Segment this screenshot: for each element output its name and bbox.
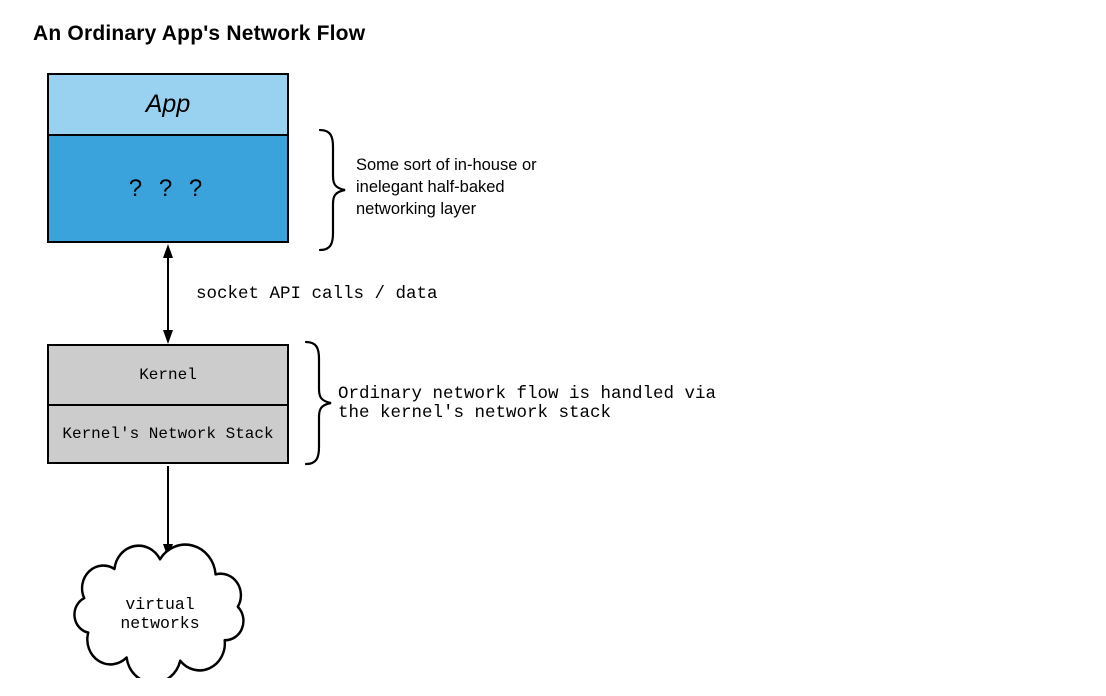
unknown-networking-layer: ? ? ? xyxy=(49,134,287,241)
app-stack-box: App ? ? ? xyxy=(47,73,289,243)
socket-arrow-label: socket API calls / data xyxy=(196,284,438,304)
kernel-layer-label: Kernel xyxy=(139,366,197,384)
kernel-brace-icon xyxy=(304,340,332,466)
virtual-networks-label: virtual networks xyxy=(120,595,200,633)
kernel-stack-box: Kernel Kernel's Network Stack xyxy=(47,344,289,464)
app-layer-label: App xyxy=(145,90,191,118)
app-layer: App xyxy=(49,75,287,134)
socket-api-double-arrow-icon xyxy=(163,244,173,344)
unknown-layer-label: ? ? ? xyxy=(128,174,208,202)
kernel-network-stack-label: Kernel's Network Stack xyxy=(62,425,274,443)
kernel-network-stack-layer: Kernel's Network Stack xyxy=(49,404,287,462)
diagram-title: An Ordinary App's Network Flow xyxy=(33,22,366,45)
app-brace-icon xyxy=(318,128,346,252)
cloud-icon xyxy=(73,543,245,678)
app-annotation-text: Some sort of in-house or inelegant half-… xyxy=(356,156,537,218)
kernel-layer: Kernel xyxy=(49,346,287,404)
kernel-annotation-text: Ordinary network flow is handled via the… xyxy=(338,384,717,423)
